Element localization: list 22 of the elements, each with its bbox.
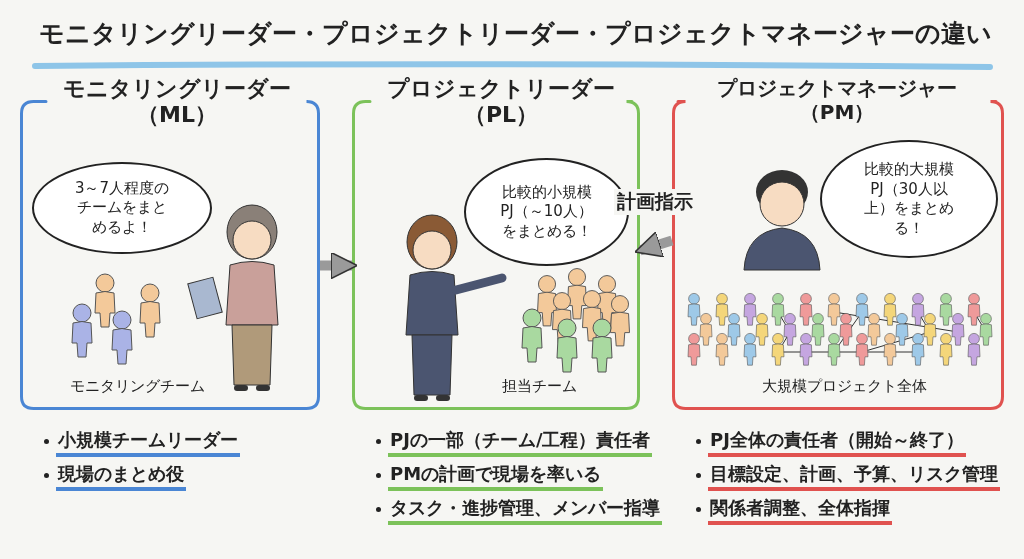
team-caption: 大規模プロジェクト全体 (762, 377, 927, 396)
edge-label: 計画指示 (614, 188, 696, 215)
bullet-text: 目標設定、計画、予算、リスク管理 (708, 462, 1000, 491)
bullet-text: 現場のまとめ役 (56, 462, 186, 491)
bullet-text: 関係者調整、全体指揮 (708, 496, 892, 525)
panel-heading: プロジェクトリーダー（PL） (386, 76, 616, 129)
bullet-text: PJ全体の責任者（開始～終了） (708, 428, 966, 457)
panel-heading: プロジェクトマネージャー（PM） (716, 76, 958, 124)
arrow (320, 251, 358, 280)
bullet-text: タスク・進捗管理、メンバー指導 (388, 496, 662, 525)
team-caption: モニタリングチーム (70, 377, 205, 396)
panel-heading: モニタリングリーダー（ML） (62, 76, 292, 129)
bullet-text: PJの一部（チーム/工程）責任者 (388, 428, 653, 457)
arrow (634, 231, 674, 258)
bullet-text: PMの計画で現場を率いる (388, 462, 604, 491)
page-title: モニタリングリーダー・プロジェクトリーダー・プロジェクトマネージャーの違い (37, 18, 993, 50)
role-panel (20, 76, 320, 410)
speech-text: 比較的小規模PJ（～10人）をまとめる！ (499, 182, 594, 242)
speech-text: 3～7人程度のチームをまとめるよ！ (73, 178, 171, 238)
bullet-text: 小規模チームリーダー (56, 428, 240, 457)
speech-text: 比較的大規模PJ（30人以上）をまとめる！ (863, 160, 955, 238)
team-caption: 担当チーム (502, 377, 577, 396)
